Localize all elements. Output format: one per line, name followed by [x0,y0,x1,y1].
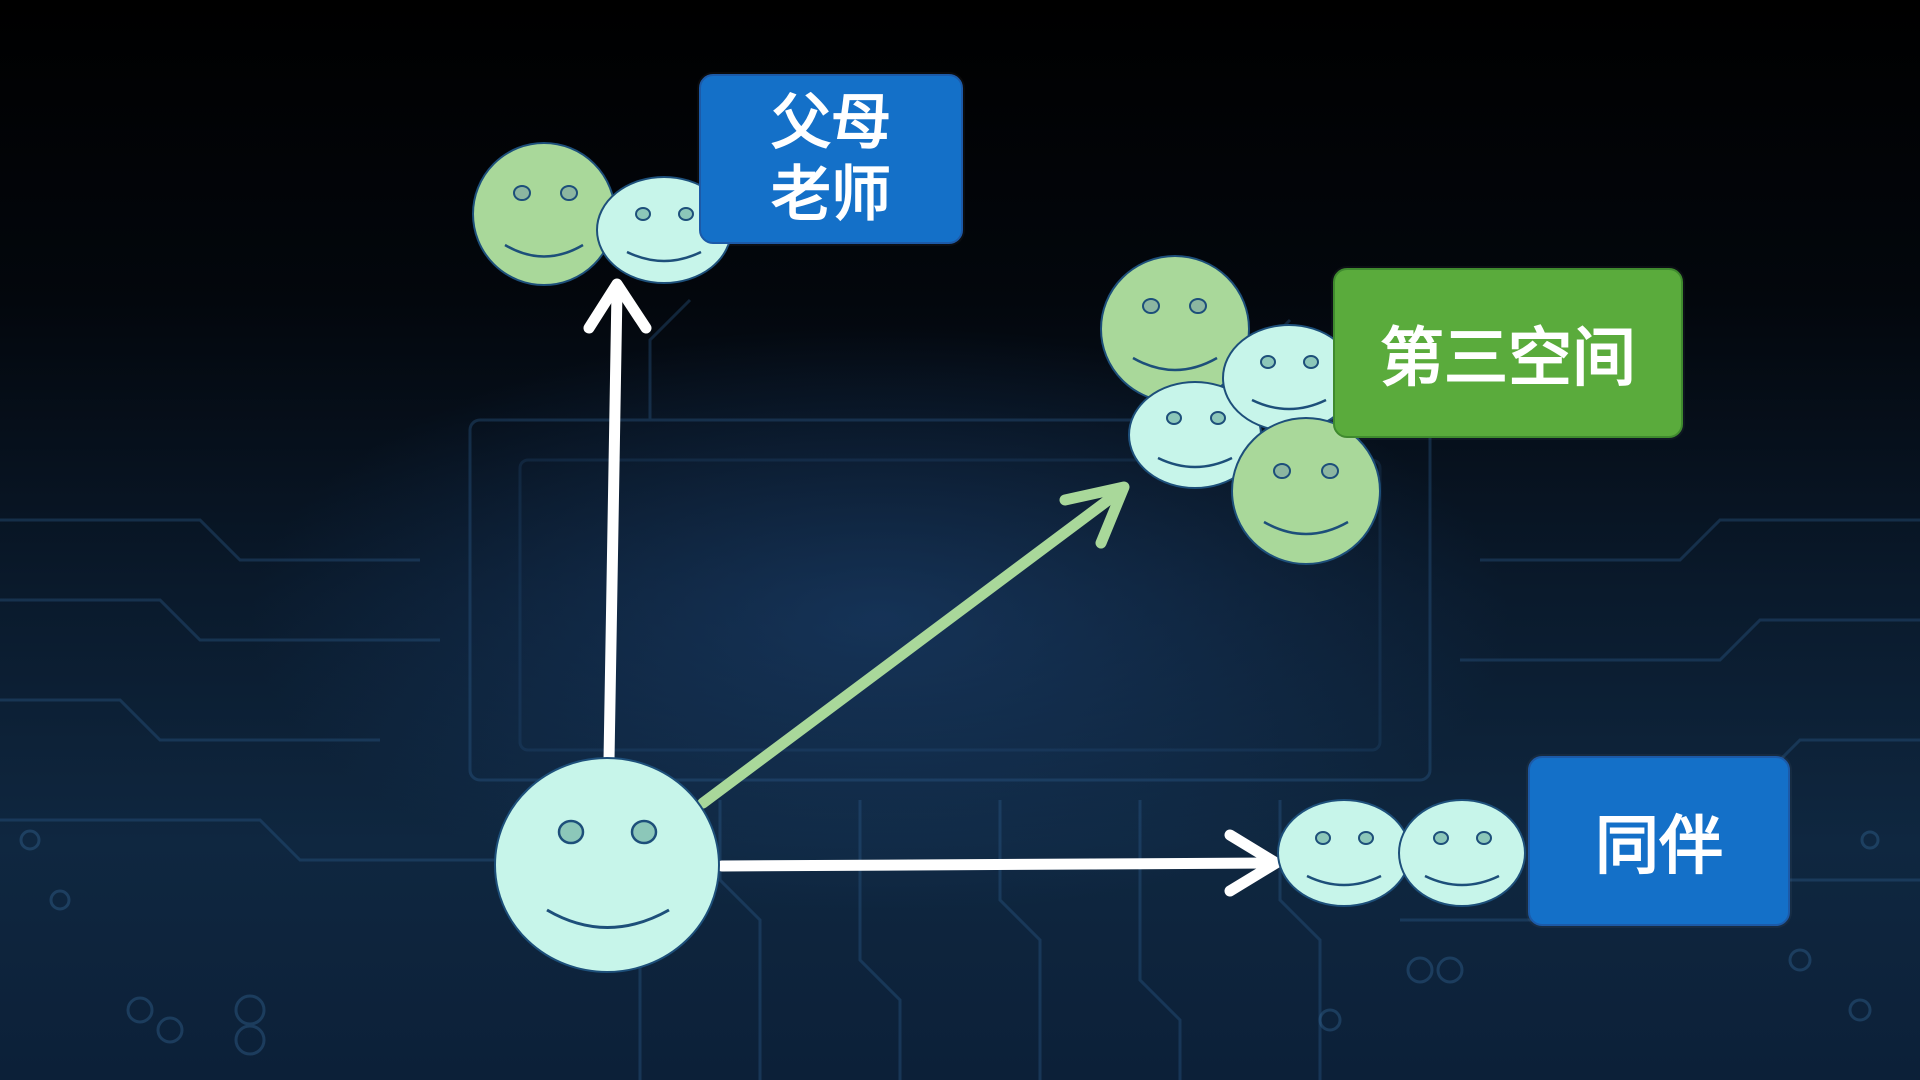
label-third-space-text: 第三空间 [1380,322,1636,396]
label-third-space: 第三空间 [1333,268,1683,438]
label-peers: 同伴 [1528,756,1790,926]
arrow-to-third-space [697,481,1130,809]
label-parents-teachers-text: 父母 老师 [771,88,891,230]
smiley-face-icon [596,176,732,284]
smiley-face-icon [1128,381,1262,489]
smiley-face-icon [1100,255,1250,403]
arrow-to-peers [716,829,1282,897]
label-parents-teachers: 父母 老师 [699,74,963,244]
smiley-face-icon [1231,417,1381,565]
smiley-face-icon [494,757,720,973]
smiley-face-icon [1277,799,1411,907]
smiley-face-icon [1398,799,1526,907]
smiley-face-icon [472,142,616,286]
arrow-to-parents [583,278,652,766]
label-peers-text: 同伴 [1595,810,1723,884]
